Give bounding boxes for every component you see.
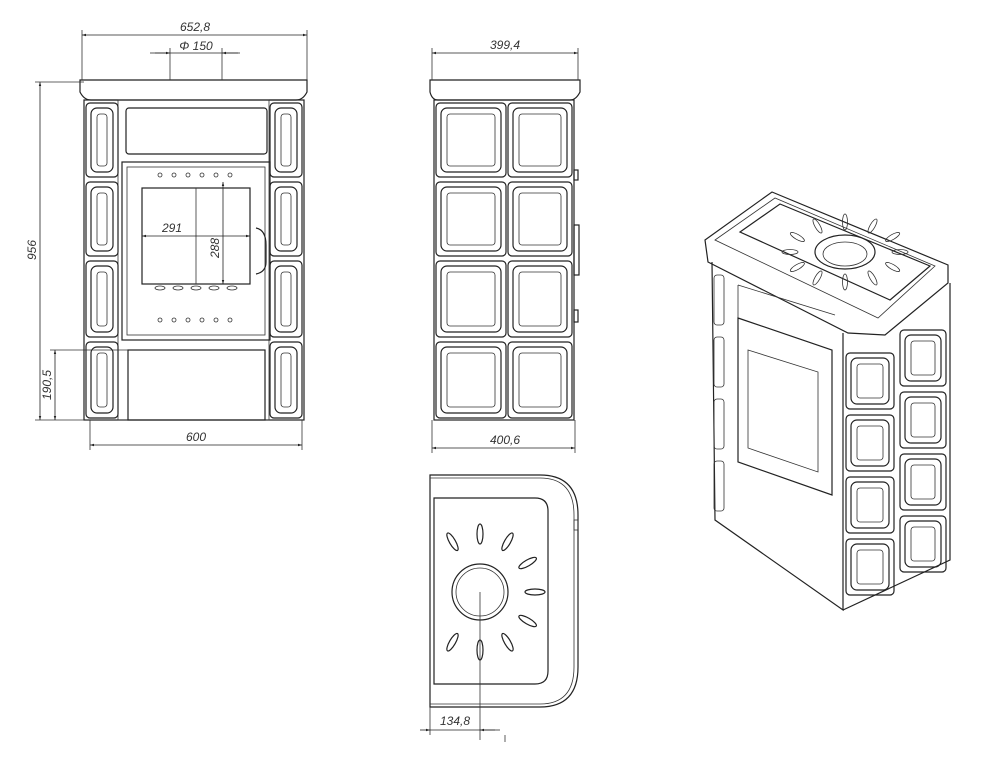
tile xyxy=(435,181,507,257)
grate-slot xyxy=(190,285,202,291)
vent-hole xyxy=(157,317,163,323)
vent-slot xyxy=(891,249,909,255)
side-view: 399,4 400,6 xyxy=(429,38,581,453)
grate-slot xyxy=(226,285,238,291)
vent-hole xyxy=(199,317,205,323)
grate-slot xyxy=(208,285,220,291)
tile-edge xyxy=(713,398,725,450)
grate-slot xyxy=(154,285,166,291)
vent-slot xyxy=(842,273,848,291)
tile xyxy=(269,102,303,178)
tile-edge xyxy=(713,274,725,326)
vent-hole xyxy=(185,317,191,323)
dim-flue-offset: 134,8 xyxy=(440,714,470,728)
vent-slot xyxy=(476,523,484,545)
vent-hole xyxy=(171,317,177,323)
tile xyxy=(507,181,573,257)
tile xyxy=(269,181,303,257)
dim-base-height: 190,5 xyxy=(40,370,54,400)
dim-front-width-base: 600 xyxy=(186,430,206,444)
tile xyxy=(845,476,895,534)
tile xyxy=(507,341,573,419)
tile xyxy=(845,538,895,596)
vent-slot xyxy=(446,532,459,552)
tile xyxy=(899,391,947,449)
tile xyxy=(85,102,119,178)
vent-slot xyxy=(524,588,546,596)
tile xyxy=(845,352,895,410)
vent-slot xyxy=(842,213,848,231)
vent-slot xyxy=(781,249,799,255)
vent-hole xyxy=(157,172,163,178)
tile xyxy=(435,102,507,178)
vent-hole xyxy=(227,317,233,323)
tile xyxy=(269,341,303,419)
tile xyxy=(507,260,573,338)
vent-slot xyxy=(446,632,459,652)
dim-side-depth-top: 399,4 xyxy=(490,38,520,52)
vent-slot xyxy=(501,532,514,552)
vent-slot xyxy=(867,270,878,286)
vent-slot xyxy=(885,232,901,242)
tile xyxy=(269,260,303,338)
dim-height: 956 xyxy=(25,240,39,260)
vent-hole xyxy=(213,317,219,323)
tile xyxy=(85,181,119,257)
vent-slot xyxy=(501,632,514,652)
vent-slot xyxy=(812,218,823,234)
tile xyxy=(507,102,573,178)
vent-slot xyxy=(812,270,823,286)
tile xyxy=(899,515,947,573)
vent-slot xyxy=(867,218,878,234)
vent-slot xyxy=(789,262,805,272)
front-view xyxy=(79,79,308,421)
vent-hole xyxy=(185,172,191,178)
grate-slot xyxy=(172,285,184,291)
dim-side-depth-base: 400,6 xyxy=(490,433,520,447)
vent-slot xyxy=(885,262,901,272)
tile xyxy=(435,341,507,419)
tile xyxy=(845,414,895,472)
vent-hole xyxy=(199,172,205,178)
vent-slot xyxy=(789,232,805,242)
vent-hole xyxy=(227,172,233,178)
tile xyxy=(85,260,119,338)
vent-hole xyxy=(171,172,177,178)
isometric-view xyxy=(704,191,951,612)
tile-edge xyxy=(713,460,725,512)
vent-hole xyxy=(213,172,219,178)
tile xyxy=(899,329,947,387)
tile xyxy=(85,341,119,419)
vent-slot xyxy=(518,614,538,628)
top-view: 134,8 xyxy=(420,474,579,742)
tile-edge xyxy=(713,336,725,388)
vent-slot xyxy=(518,556,538,570)
dim-front-width-top: 652,8 xyxy=(180,20,210,34)
tile xyxy=(435,260,507,338)
dim-glass-height: 288 xyxy=(208,238,222,259)
tile xyxy=(899,453,947,511)
dim-flue-diameter: Φ 150 xyxy=(179,39,213,53)
front-dimensions: 652,8 Φ 150 956 190,5 600 291 288 xyxy=(25,20,308,450)
dim-glass-width: 291 xyxy=(161,221,182,235)
